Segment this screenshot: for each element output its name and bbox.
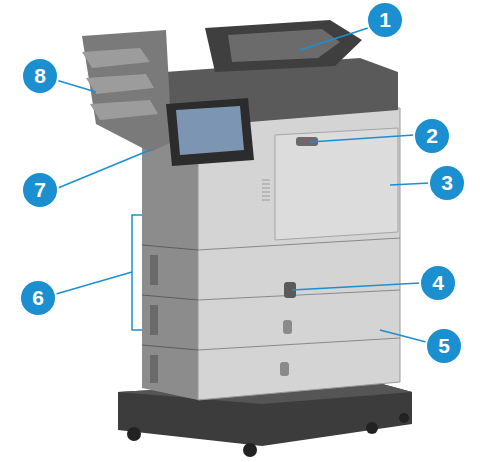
callout-number: 6 xyxy=(19,279,57,317)
vent xyxy=(262,180,270,200)
feeder-tray xyxy=(228,29,340,62)
tray-line xyxy=(142,345,198,350)
output-bin xyxy=(86,74,154,94)
callout-number: 3 xyxy=(428,164,466,202)
tray-grip xyxy=(150,255,158,285)
right-door xyxy=(275,128,398,240)
tray-handle xyxy=(280,362,289,376)
tray-handle xyxy=(283,320,292,334)
tray-line xyxy=(142,245,198,250)
callout-number: 4 xyxy=(419,264,457,302)
caster xyxy=(399,413,409,423)
caster xyxy=(127,427,141,441)
output-bin xyxy=(82,48,150,68)
touchscreen xyxy=(176,106,244,155)
document-feeder xyxy=(205,20,362,72)
finisher xyxy=(82,30,172,152)
callout-number: 8 xyxy=(21,57,59,95)
tray-line xyxy=(198,238,400,250)
control-panel xyxy=(166,98,254,166)
caster xyxy=(243,443,257,457)
caster xyxy=(366,422,378,434)
leader-lines xyxy=(56,28,430,342)
tray-grip xyxy=(150,305,158,335)
tray-line xyxy=(198,338,400,350)
output-bin xyxy=(90,100,158,120)
callout-number: 2 xyxy=(413,117,451,155)
callout-number: 7 xyxy=(21,171,59,209)
callout-number: 5 xyxy=(425,327,463,365)
tray-line xyxy=(198,290,400,300)
tray-line xyxy=(142,295,198,300)
callout-number: 1 xyxy=(366,1,404,39)
tray-grip xyxy=(150,355,158,383)
